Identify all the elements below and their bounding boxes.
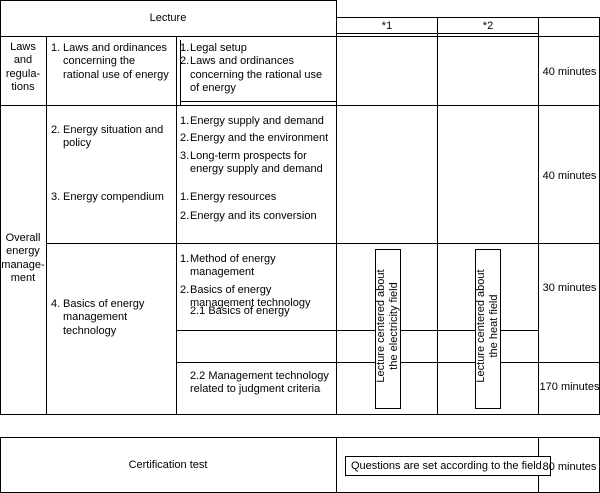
item-text: Method of energy management	[190, 253, 276, 279]
list-item: 2. Energy and the environment	[180, 132, 336, 145]
category-laws-line: Laws	[10, 41, 36, 53]
duration-basics: 30 minutes	[542, 282, 597, 294]
list-item: 2. Basics of energy management technolog…	[180, 284, 336, 311]
list-item: 1. Method of energy management	[180, 253, 336, 280]
category-laws: Laws and regula- tions	[0, 41, 46, 95]
item-text: Energy resources	[190, 191, 277, 203]
heat-field-label-line: Lecture centered about	[475, 269, 487, 383]
category-overall-line: manage-	[1, 258, 45, 271]
item-number: 2.	[180, 55, 190, 68]
subject-number: 1.	[51, 42, 61, 54]
list-item: 1. Legal setup	[180, 42, 334, 55]
item-number: 1.	[180, 191, 190, 203]
header-lecture: Lecture	[149, 12, 187, 24]
divider-col-1	[336, 0, 337, 415]
category-laws-line: regula-	[5, 67, 41, 80]
list-item: 2. Energy and its conversion	[180, 210, 334, 223]
item-number: 1.	[180, 115, 190, 127]
subject-text: Basics of energy management technology	[63, 298, 145, 337]
duration-laws: 40 minutes	[542, 66, 597, 78]
sub-item-management-technology: 2.2 Management technology related to jud…	[190, 370, 329, 396]
electricity-field-label-line: Lecture centered about	[375, 269, 387, 383]
laws-row-bottom	[0, 105, 600, 106]
subject-laws: 1. Laws and ordinances concerning the ra…	[51, 42, 173, 82]
energy-situation-items: 1. Energy supply and demand 2. Energy an…	[180, 115, 336, 177]
category-overall-line: energy	[6, 245, 40, 258]
subject-number: 2.	[51, 124, 61, 136]
divider-subject	[176, 36, 177, 415]
energy-compendium-items: 1. Energy resources 2. Energy and its co…	[180, 191, 334, 224]
list-item: 3. Long-term prospects for energy supply…	[180, 150, 336, 177]
header-col-bottom	[336, 33, 538, 34]
subject-number: 3.	[51, 191, 61, 203]
list-item: 1. Energy resources	[180, 191, 334, 204]
item-text: Energy supply and demand	[190, 115, 324, 127]
laws-items: 1. Legal setup 2. Laws and ordinances co…	[180, 42, 334, 96]
item-text: Energy and the environment	[190, 132, 329, 145]
item-text: Energy and its conversion	[190, 210, 317, 223]
heat-field-label-line: the heat field	[488, 294, 501, 358]
duration-management-technology: 170 minutes	[539, 381, 600, 393]
row-split-sub-a	[176, 330, 538, 331]
table-border-bottom	[0, 414, 600, 415]
heat-field-box: Lecture centered about the heat field	[475, 249, 501, 409]
item-number: 1.	[180, 42, 190, 54]
laws-inner-edge	[180, 40, 181, 106]
energy-management-items: 1. Method of energy management 2. Basics…	[180, 253, 336, 311]
category-overall-line: ment	[10, 272, 36, 285]
cert-border-top	[0, 437, 600, 438]
heat-field-label: Lecture centered about the heat field	[475, 247, 501, 405]
category-overall: Overall energy manage- ment	[0, 232, 46, 286]
subject-text: Laws and ordinances concerning the ratio…	[63, 42, 169, 81]
header-row-bottom	[0, 36, 600, 37]
table-border-left	[0, 0, 1, 415]
item-number: 2.	[180, 210, 190, 223]
row-split-subject4	[46, 243, 600, 244]
duration-certification: 80 minutes	[542, 461, 597, 473]
list-item: 1. Energy supply and demand	[180, 115, 336, 128]
list-item: 2. Laws and ordinances concerning the ra…	[180, 55, 334, 95]
certification-label: Certification test	[128, 459, 208, 471]
certification-note: Questions are set according to the field…	[345, 456, 551, 476]
subject-energy-situation: 2. Energy situation and policy	[51, 124, 169, 151]
item-text: Laws and ordinances concerning the ratio…	[190, 55, 323, 95]
duration-energy-policy: 40 minutes	[542, 170, 597, 182]
item-text: Basics of energy management technology	[190, 283, 311, 310]
divider-col-2	[437, 17, 438, 415]
header-col-1: *1	[381, 20, 393, 32]
sub-item-basics-of-energy: 2.1 Basics of energy	[190, 305, 290, 317]
subject-text: Energy situation and policy	[63, 124, 164, 150]
header-col-2: *2	[482, 20, 494, 32]
item-text: Legal setup	[190, 42, 247, 54]
divider-col-3	[538, 17, 539, 415]
category-overall-line: Overall	[5, 232, 41, 244]
category-laws-line: tions	[11, 81, 35, 94]
subject-energy-compendium: 3. Energy compendium	[51, 191, 171, 204]
subject-text: Energy compendium	[63, 191, 164, 203]
subject-number: 4.	[51, 298, 61, 310]
header-col-top	[336, 17, 600, 18]
divider-category	[46, 36, 47, 415]
item-text: Long-term prospects for energy supply an…	[190, 149, 323, 176]
table-border-top	[0, 0, 337, 1]
cert-divider-1	[336, 437, 337, 493]
electricity-field-label: Lecture centered about the electricity f…	[375, 247, 401, 405]
item-number: 3.	[180, 149, 190, 162]
cert-border-left	[0, 437, 1, 493]
item-number: 2.	[180, 132, 190, 145]
laws-inner-bottom	[180, 101, 337, 102]
item-number: 2.	[180, 283, 190, 296]
subject-energy-management-technology: 4. Basics of energy management technolog…	[51, 298, 175, 338]
category-laws-line: and	[13, 54, 33, 67]
item-number: 1.	[180, 253, 190, 265]
electricity-field-box: Lecture centered about the electricity f…	[375, 249, 401, 409]
electricity-field-label-line: the electricity field	[388, 282, 401, 370]
